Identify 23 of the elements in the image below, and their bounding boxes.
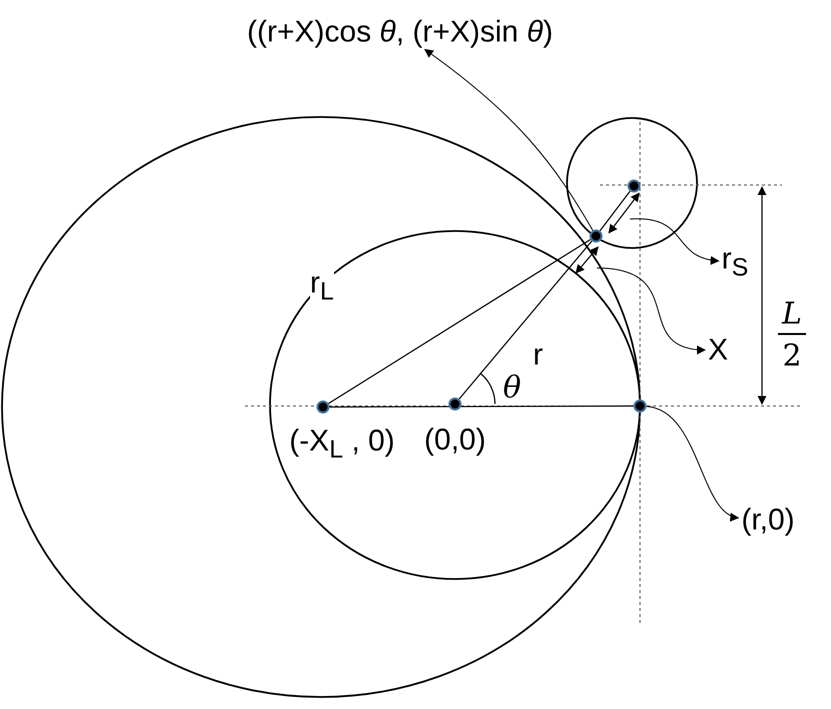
radius-line — [328, 238, 591, 404]
callout-label: (r,0) — [741, 504, 795, 536]
angle-label: θ — [502, 372, 522, 404]
coordinate-label: (0,0) — [424, 424, 486, 456]
leader-line — [630, 218, 720, 264]
coordinate-label: ((r+X)cos θ, (r+X)sin θ) — [247, 16, 553, 48]
radius-line — [599, 190, 631, 232]
point-marker — [634, 400, 646, 412]
point-marker — [590, 230, 602, 242]
dimension-arrow — [608, 192, 640, 234]
coordinate-label: (-X$_{L}$ , 0) — [289, 424, 395, 464]
callout-label: X — [708, 334, 728, 366]
fraction-numerator: L — [782, 298, 802, 330]
point-marker — [628, 180, 640, 192]
leader-line — [424, 48, 594, 231]
callout-label: r$_{S}$ — [722, 242, 748, 282]
leader-line — [596, 268, 706, 354]
radius-line — [458, 240, 592, 400]
point-marker — [316, 400, 330, 414]
leader-line — [646, 406, 740, 520]
fraction-denominator: 2 — [782, 340, 802, 372]
point-marker — [448, 398, 462, 410]
radius-line — [330, 405, 634, 408]
